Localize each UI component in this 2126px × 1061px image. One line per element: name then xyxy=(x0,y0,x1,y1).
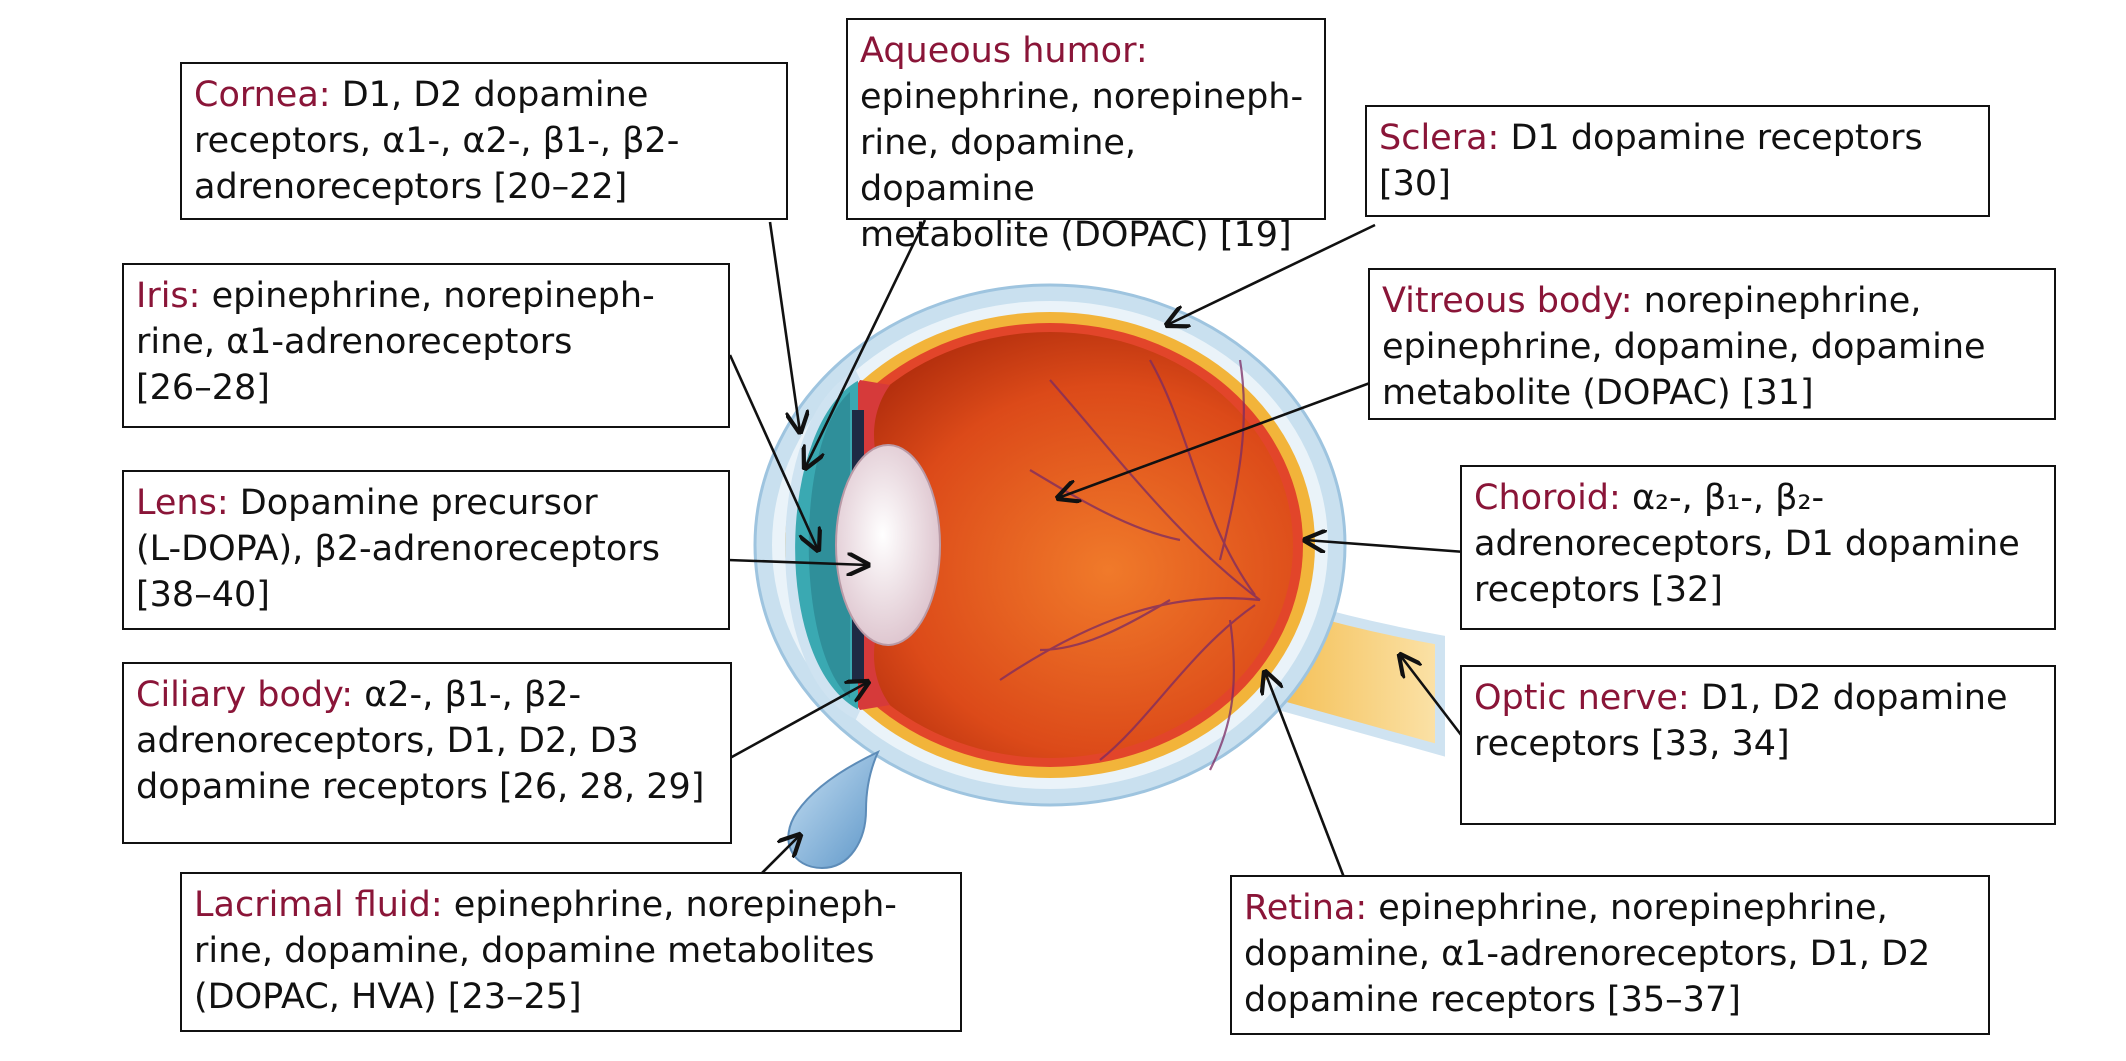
lacrimal-line-1: Lacrimal fluid: epinephrine, norepineph- xyxy=(194,885,897,925)
iris-label: Iris: xyxy=(136,276,201,316)
lens-label: Lens: xyxy=(136,483,229,523)
lens-line-1: Lens: Dopamine precursor xyxy=(136,483,598,523)
lacrimal-fluid-box: Lacrimal fluid: epinephrine, norepineph-… xyxy=(180,872,962,1032)
leader-cornea xyxy=(768,221,800,432)
choroid-label: Choroid: xyxy=(1474,478,1621,518)
retina-line-1: Retina: epinephrine, norepinephrine, xyxy=(1244,888,1888,928)
vitreous-line-2: epinephrine, dopamine, dopamine xyxy=(1382,327,1986,367)
aqueous-line-3: rine, dopamine, dopamine xyxy=(860,123,1137,209)
leader-choroid xyxy=(1305,540,1466,554)
retinal-vessels xyxy=(999,359,1261,771)
iris-line-1: Iris: epinephrine, norepineph- xyxy=(136,276,655,316)
cornea-line-1: Cornea: D1, D2 dopamine xyxy=(194,75,649,115)
optic-line-2: receptors [33, 34] xyxy=(1474,724,1790,764)
aqueous-humor-box: Aqueous humor: epinephrine, norepineph- … xyxy=(846,18,1326,255)
vitreous-body-box: Vitreous body: norepinephrine, epinephri… xyxy=(1368,268,2056,420)
sclera-line-2: [30] xyxy=(1379,164,1451,204)
ciliary-line-2: adrenoreceptors, D1, D2, D3 xyxy=(136,721,639,761)
optic-line-1: Optic nerve: D1, D2 dopamine xyxy=(1474,678,2008,718)
iris-line-3: [26–28] xyxy=(136,368,270,408)
leader-aqueous xyxy=(805,219,927,468)
ciliary-body-box: Ciliary body: α2-, β1-, β2- adrenorecept… xyxy=(122,662,732,844)
aqueous-line-1: Aqueous humor: xyxy=(860,28,1314,74)
leader-iris xyxy=(728,354,818,550)
leader-vitreous xyxy=(1058,378,1379,498)
lacrimal-label: Lacrimal fluid: xyxy=(194,885,443,925)
lens-line-2: (L-DOPA), β2-adrenoreceptors xyxy=(136,529,660,569)
ciliary-line-3: dopamine receptors [26, 28, 29] xyxy=(136,767,705,807)
leader-retina xyxy=(1265,672,1347,881)
sclera-label: Sclera: xyxy=(1379,118,1500,158)
aqueous-line-2: epinephrine, norepineph- xyxy=(860,77,1304,117)
leader-lens xyxy=(727,560,868,565)
choroid-line-3: receptors [32] xyxy=(1474,570,1723,610)
retina-box: Retina: epinephrine, norepinephrine, dop… xyxy=(1230,875,1990,1035)
vitreous-line-1: Vitreous body: norepinephrine, xyxy=(1382,281,1922,321)
tear-drop-shape xyxy=(787,749,881,870)
lens-box: Lens: Dopamine precursor (L-DOPA), β2-ad… xyxy=(122,470,730,630)
iris-line-2: rine, α1-adrenoreceptors xyxy=(136,322,573,362)
retina-line-2: dopamine, α1-adrenoreceptors, D1, D2 xyxy=(1244,934,1931,974)
aqueous-label: Aqueous humor: xyxy=(860,31,1148,71)
vitreous-label: Vitreous body: xyxy=(1382,281,1633,321)
iris-box: Iris: epinephrine, norepineph- rine, α1-… xyxy=(122,263,730,428)
cornea-line-2: receptors, α1-, α2-, β1-, β2- xyxy=(194,121,680,161)
retina-label: Retina: xyxy=(1244,888,1368,928)
leader-sclera xyxy=(1167,223,1376,325)
lacrimal-line-2: rine, dopamine, dopamine metabolites xyxy=(194,931,875,971)
cornea-box: Cornea: D1, D2 dopamine receptors, α1-, … xyxy=(180,62,788,220)
retina-line-3: dopamine receptors [35–37] xyxy=(1244,980,1741,1020)
choroid-line-1: Choroid: α₂-, β₁-, β₂- xyxy=(1474,478,1825,518)
vitreous-line-3: metabolite (DOPAC) [31] xyxy=(1382,373,1814,413)
ciliary-line-1: Ciliary body: α2-, β1-, β2- xyxy=(136,675,582,715)
choroid-line-2: adrenoreceptors, D1 dopamine xyxy=(1474,524,2020,564)
sclera-line-1: Sclera: D1 dopamine receptors xyxy=(1379,118,1923,158)
cornea-label: Cornea: xyxy=(194,75,331,115)
leader-optic xyxy=(1400,655,1467,741)
aqueous-line-4: metabolite (DOPAC) [19] xyxy=(860,215,1292,255)
lacrimal-line-3: (DOPAC, HVA) [23–25] xyxy=(194,977,582,1017)
lens-shape xyxy=(835,444,941,646)
choroid-box: Choroid: α₂-, β₁-, β₂- adrenoreceptors, … xyxy=(1460,465,2056,630)
vitreous-body-shape xyxy=(807,332,1293,758)
leader-ciliary xyxy=(729,682,868,760)
optic-label: Optic nerve: xyxy=(1474,678,1690,718)
cornea-line-3: adrenoreceptors [20–22] xyxy=(194,167,628,207)
ciliary-label: Ciliary body: xyxy=(136,675,354,715)
optic-nerve-box: Optic nerve: D1, D2 dopamine receptors [… xyxy=(1460,665,2056,825)
lens-line-3: [38–40] xyxy=(136,575,270,615)
sclera-box: Sclera: D1 dopamine receptors [30] xyxy=(1365,105,1990,217)
